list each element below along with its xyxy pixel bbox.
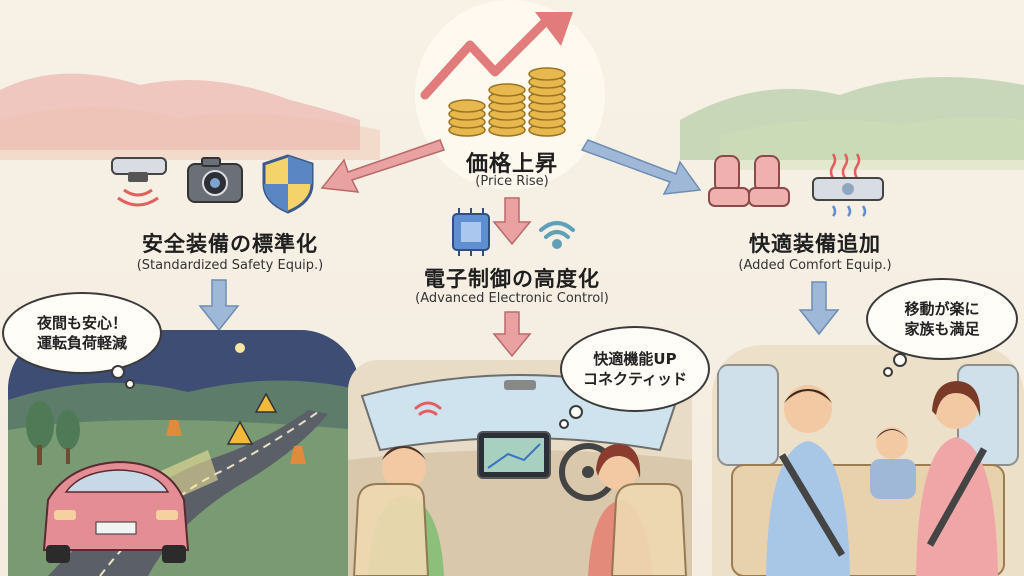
left-hills bbox=[0, 73, 360, 150]
tree-icon bbox=[26, 401, 54, 465]
safety-icons bbox=[111, 154, 314, 214]
child-person-icon bbox=[870, 427, 916, 499]
family-car-scene bbox=[712, 345, 1024, 576]
electronics-icons bbox=[452, 208, 575, 256]
left-bubble-line2: 運転負荷軽減 bbox=[36, 334, 127, 352]
right-title: 快適装備追加 bbox=[749, 232, 881, 256]
left-bubble-tail bbox=[111, 365, 135, 389]
sensor-icon bbox=[111, 157, 167, 207]
middle-bubble-line2: コネクティッド bbox=[582, 370, 688, 388]
pink-car-icon bbox=[42, 460, 190, 563]
car-seat-icon bbox=[708, 155, 790, 207]
warning-sign-icon bbox=[226, 392, 278, 445]
car-seats bbox=[352, 483, 688, 576]
wifi-signal-icon bbox=[414, 401, 442, 416]
middle-title: 電子制御の高度化 bbox=[424, 267, 600, 291]
center-subtitle: (Price Rise) bbox=[475, 174, 549, 189]
touchscreen-display bbox=[477, 431, 551, 479]
left-speech-bubble: 夜間も安心！ 運転負荷軽減 bbox=[2, 292, 162, 374]
camera-icon bbox=[187, 157, 243, 203]
comfort-icons bbox=[708, 153, 884, 217]
air-vent-icon bbox=[812, 153, 884, 217]
shield-icon bbox=[262, 154, 314, 214]
middle-bubble-tail bbox=[559, 405, 583, 429]
left-bubble-line1: 夜間も安心！ bbox=[36, 313, 127, 332]
middle-speech-bubble: 快適機能UP コネクティッド bbox=[560, 326, 710, 412]
traffic-cone-icon bbox=[166, 420, 306, 464]
mother-person-icon bbox=[916, 381, 998, 576]
center-title: 価格上昇 bbox=[465, 152, 558, 177]
coin-stack-icon bbox=[448, 67, 566, 137]
price-rise-illustration bbox=[415, 0, 605, 190]
right-subtitle: (Added Comfort Equip.) bbox=[738, 258, 892, 273]
right-bubble-tail bbox=[883, 353, 907, 377]
father-person-icon bbox=[766, 385, 850, 576]
right-bubble-line1: 移動が楽に bbox=[904, 299, 980, 318]
right-bubble-line2: 家族も満足 bbox=[904, 320, 980, 338]
left-title: 安全装備の標準化 bbox=[142, 232, 318, 256]
trend-up-arrow-icon bbox=[420, 12, 573, 100]
chip-icon bbox=[452, 208, 490, 256]
left-subtitle: (Standardized Safety Equip.) bbox=[136, 258, 324, 273]
right-speech-bubble: 移動が楽に 家族も満足 bbox=[866, 278, 1018, 360]
middle-bubble-line1: 快適機能UP bbox=[593, 349, 677, 368]
middle-subtitle: (Advanced Electronic Control) bbox=[415, 291, 609, 306]
wifi-icon bbox=[539, 221, 575, 249]
